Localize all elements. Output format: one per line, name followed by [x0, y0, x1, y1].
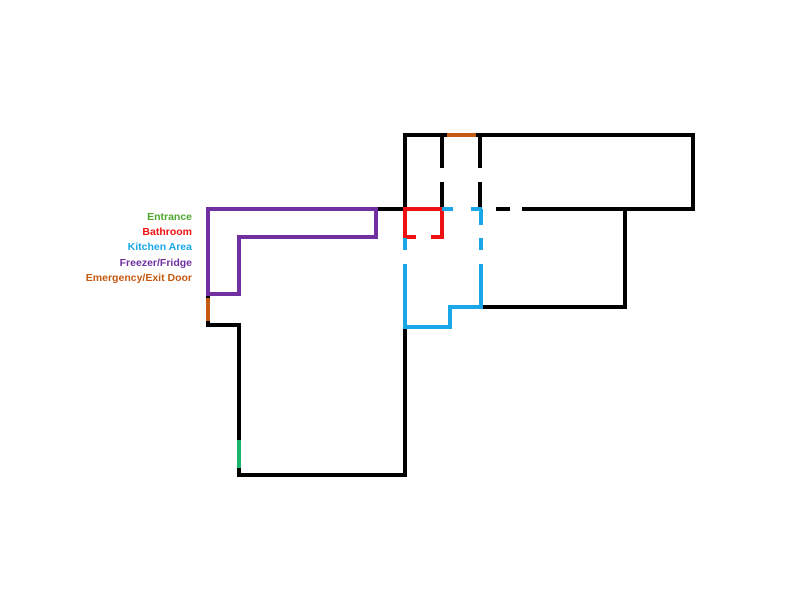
- legend-emergency-exit-door: Emergency/Exit Door: [85, 271, 192, 284]
- legend-freezer-fridge: Freezer/Fridge: [119, 256, 192, 269]
- freezer-fridge-outline: [206, 207, 378, 296]
- wall-upper-outline: [403, 133, 695, 211]
- legend: Entrance Bathroom Kitchen Area Freezer/F…: [86, 210, 192, 286]
- bathroom-outline: [403, 207, 444, 239]
- legend-kitchen-area: Kitchen Area: [127, 241, 192, 254]
- legend-bathroom: Bathroom: [142, 226, 192, 239]
- legend-entrance: Entrance: [147, 211, 192, 223]
- kitchen-area-outline: [403, 207, 483, 329]
- wall-right-room: [482, 209, 627, 309]
